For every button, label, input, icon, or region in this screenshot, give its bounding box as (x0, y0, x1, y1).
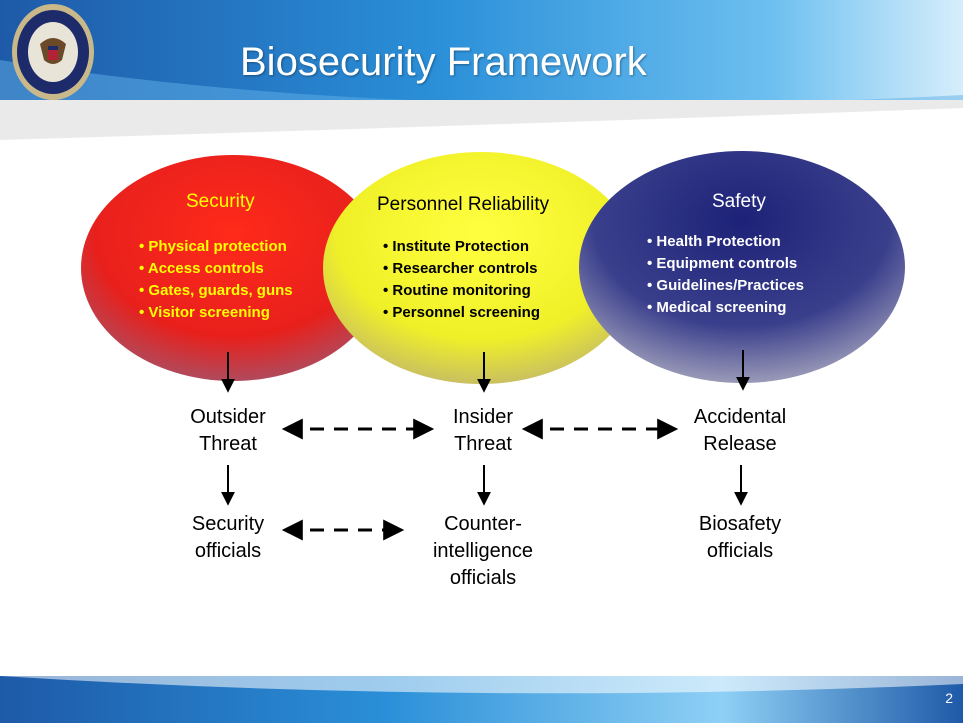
node-line: Threat (199, 433, 257, 455)
node-line: Biosafety (698, 513, 782, 535)
safety-title: Safety (712, 191, 766, 212)
state-department-seal-icon (12, 4, 94, 100)
node-line: officials (194, 540, 262, 562)
personnel-bullet: Institute Protection (383, 236, 540, 258)
personnel-reliability-title: Personnel Reliability (377, 194, 550, 215)
safety-bullet: Guidelines/Practices (647, 275, 804, 297)
header-band (0, 0, 963, 145)
safety-bullet: Health Protection (647, 231, 804, 253)
node-line: Accidental (693, 406, 787, 428)
node-line: Outsider (190, 406, 266, 428)
security-bullet: Gates, guards, guns (139, 280, 292, 302)
node-line: Security (191, 513, 265, 535)
outsider-threat-node: Outsider Threat (138, 404, 318, 458)
node-line: officials (449, 567, 517, 589)
node-line: Threat (454, 433, 512, 455)
node-line: Counter- (444, 513, 522, 535)
counterintelligence-officials-node: Counter- intelligence officials (393, 511, 573, 592)
node-line: officials (706, 540, 774, 562)
safety-bullet-list: Health Protection Equipment controls Gui… (647, 231, 804, 319)
personnel-bullet: Researcher controls (383, 258, 540, 280)
safety-bullet: Equipment controls (647, 253, 804, 275)
security-bullet: Access controls (139, 258, 293, 280)
personnel-bullet: Routine monitoring (383, 280, 540, 302)
biosafety-officials-node: Biosafety officials (650, 511, 830, 565)
footer-band (0, 676, 963, 723)
accidental-release-node: Accidental Release (650, 404, 830, 458)
security-bullet: Physical protection (139, 236, 293, 258)
safety-bullet: Medical screening (647, 297, 804, 319)
security-bullet: Visitor screening (139, 302, 293, 324)
slide-title: Biosecurity Framework (240, 40, 647, 84)
insider-threat-node: Insider Threat (393, 404, 573, 458)
personnel-bullet: Personnel screening (383, 302, 540, 324)
page-number: 2 (945, 690, 953, 706)
security-title: Security (186, 191, 255, 212)
security-officials-node: Security officials (138, 511, 318, 565)
node-line: Insider (452, 406, 514, 428)
node-line: intelligence (432, 540, 534, 562)
personnel-bullet-list: Institute Protection Researcher controls… (383, 236, 540, 324)
node-line: Release (703, 433, 777, 455)
security-bullet-list: Physical protection Access controls Gate… (139, 236, 293, 324)
